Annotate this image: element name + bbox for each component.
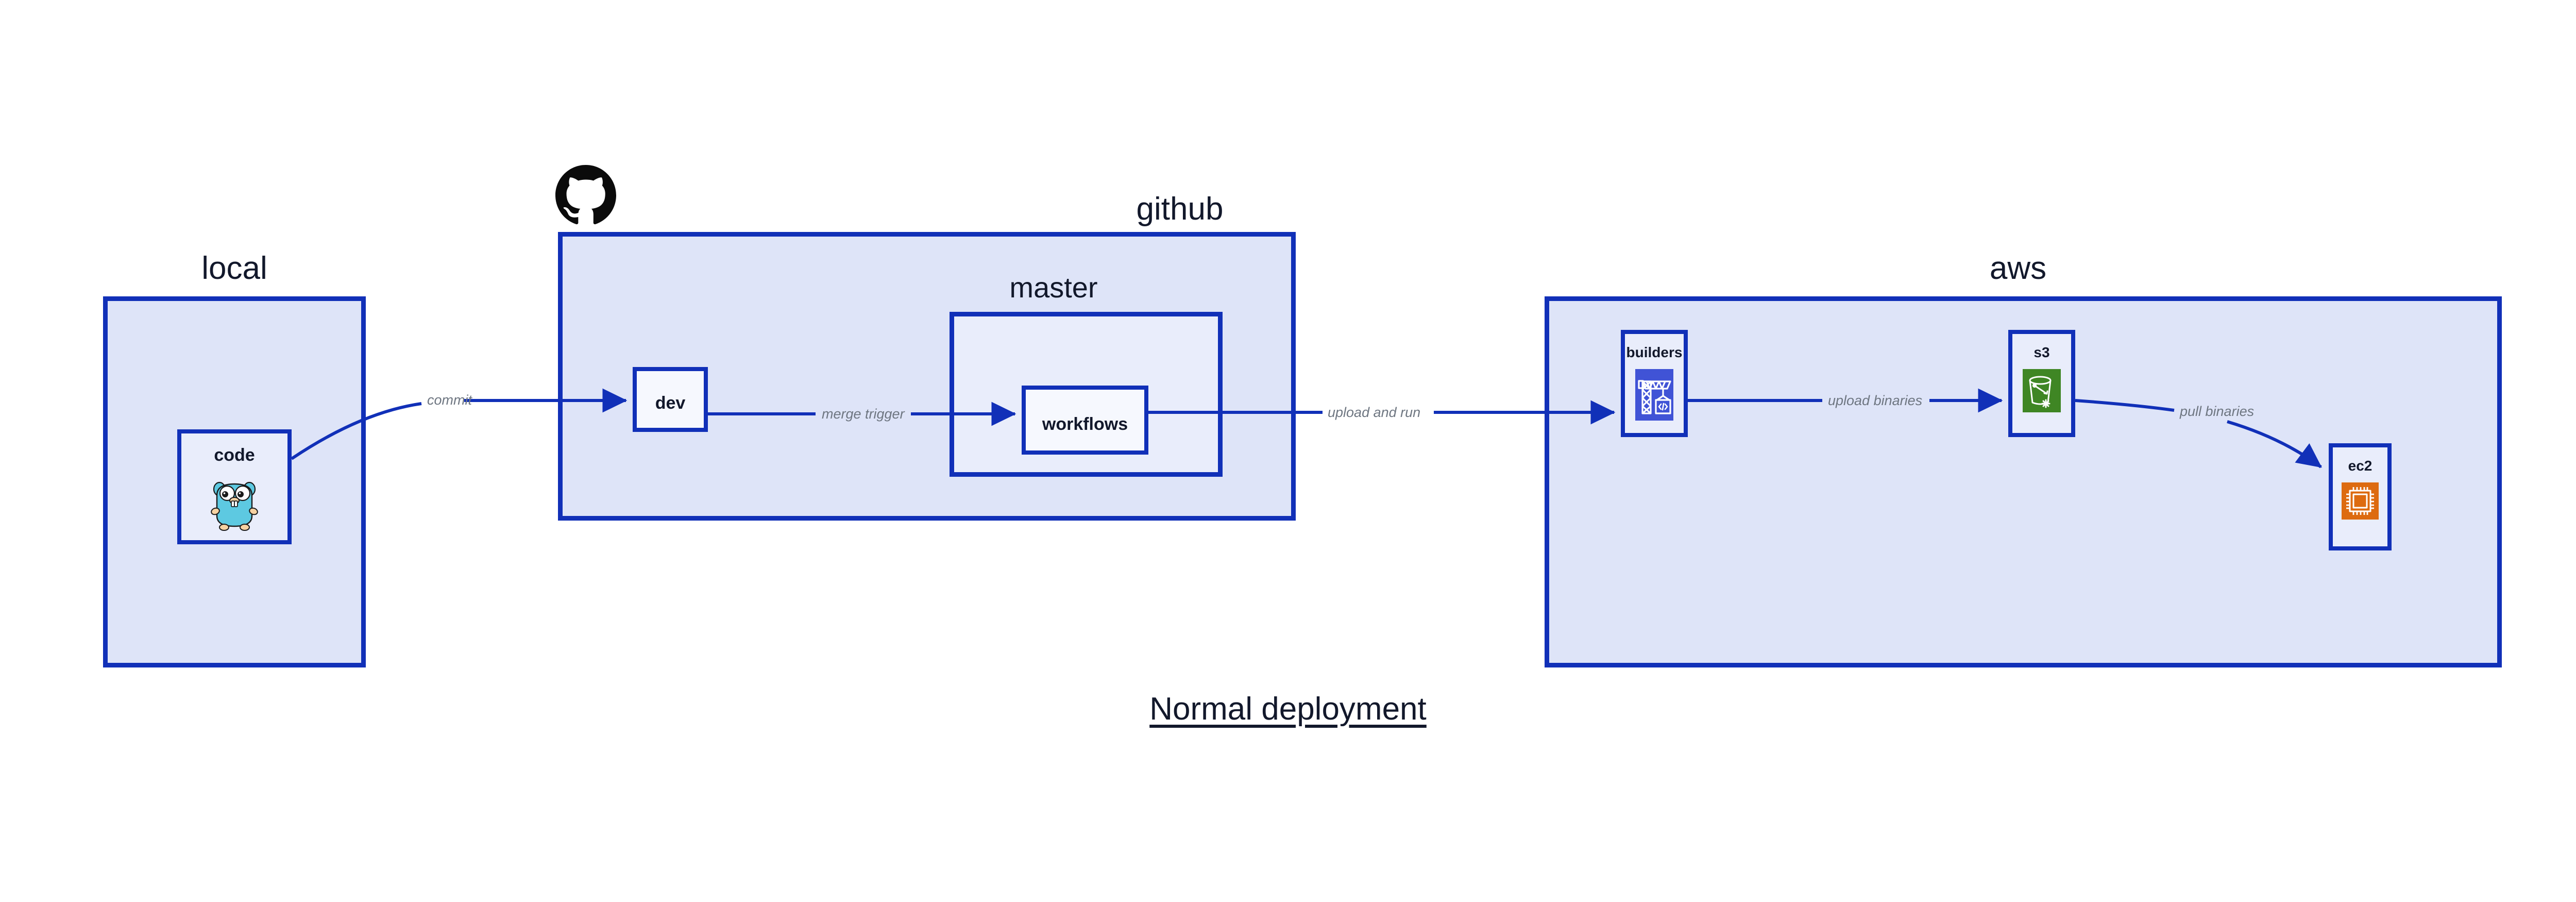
node-builders[interactable]: builders: [1621, 330, 1688, 437]
group-label-local: local: [201, 250, 267, 286]
aws-codebuild-icon: [1635, 369, 1673, 421]
node-label-builders: builders: [1626, 344, 1683, 360]
node-label-code: code: [214, 445, 255, 465]
aws-ec2-chip-icon: [2342, 482, 2379, 520]
node-ec2[interactable]: ec2: [2329, 443, 2392, 550]
node-dev[interactable]: dev: [633, 367, 708, 432]
aws-s3-bucket-icon: [2023, 369, 2061, 412]
node-label-dev: dev: [655, 393, 686, 413]
node-label-s3: s3: [2033, 344, 2050, 360]
edge-label-pull-binaries: pull binaries: [2178, 405, 2256, 419]
group-label-github: github: [1136, 191, 1224, 227]
group-label-aws: aws: [1989, 250, 2047, 286]
node-workflows[interactable]: workflows: [1022, 386, 1148, 455]
github-octocat-logo: [555, 165, 616, 226]
edge-label-merge-trigger: merge trigger: [820, 407, 906, 421]
group-label-master: master: [1009, 271, 1098, 304]
node-s3[interactable]: s3: [2008, 330, 2075, 437]
edge-label-upload-binaries: upload binaries: [1826, 394, 1924, 408]
edge-label-upload-and-run: upload and run: [1328, 405, 1421, 420]
node-label-ec2: ec2: [2348, 458, 2372, 474]
go-gopher-icon: [210, 474, 259, 531]
diagram-title: Normal deployment: [1149, 691, 1427, 727]
edge-label-commit: commit: [427, 392, 472, 408]
node-code[interactable]: code: [177, 429, 292, 544]
node-label-workflows: workflows: [1042, 414, 1128, 434]
